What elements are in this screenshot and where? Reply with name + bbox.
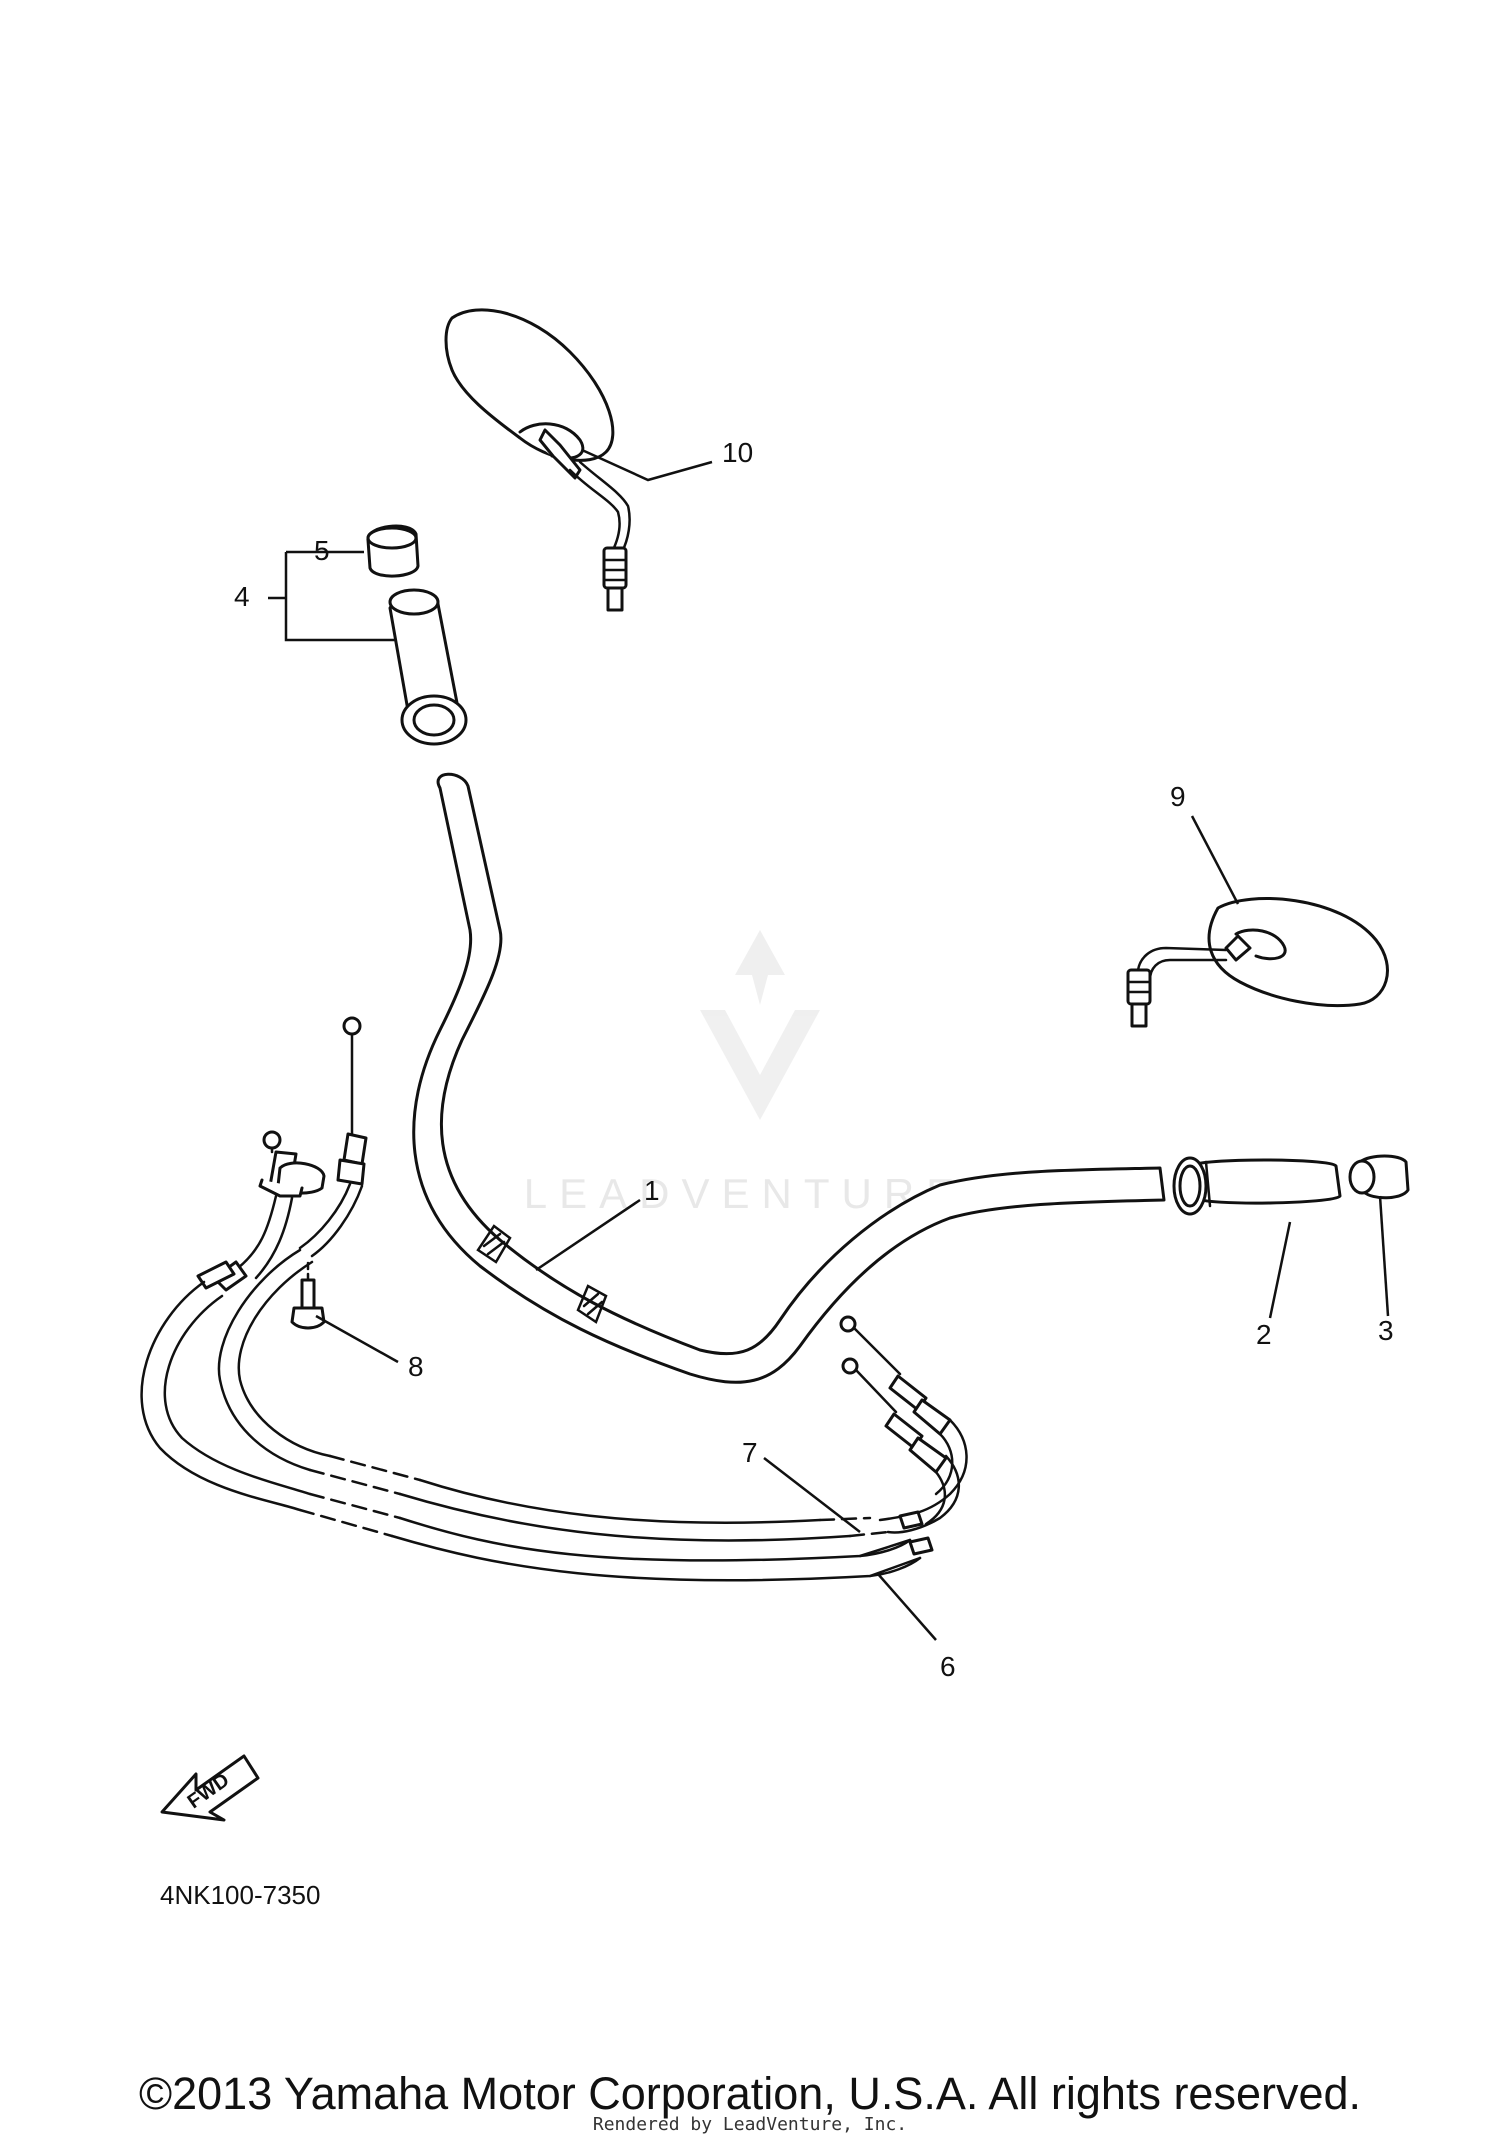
fwd-arrow-icon: FWD <box>160 1754 260 1822</box>
callout-3: 3 <box>1378 1315 1394 1346</box>
watermark-logo: LEADVENTURE <box>524 930 966 1217</box>
copyright-notice: ©2013 Yamaha Motor Corporation, U.S.A. A… <box>138 2068 1362 2119</box>
grip-left <box>388 588 468 746</box>
grip-cap <box>366 524 420 578</box>
screw <box>290 1260 326 1330</box>
handlebar <box>412 772 1166 1384</box>
rendered-by-credit: Rendered by LeadVenture, Inc. <box>592 2114 908 2135</box>
mirror-left <box>444 308 631 612</box>
callout-5: 5 <box>314 535 330 566</box>
callout-10: 10 <box>722 437 753 468</box>
grip-right <box>1172 1156 1342 1216</box>
throttle-cables-right <box>839 1315 968 1578</box>
leader-lines <box>268 448 1390 1641</box>
callout-6: 6 <box>940 1651 956 1682</box>
diagram-code: 4NK100-7350 <box>160 1880 320 1910</box>
end-cap-right <box>1348 1154 1410 1200</box>
callout-8: 8 <box>408 1351 424 1382</box>
mirror-right <box>1126 897 1389 1028</box>
watermark-text: LEADVENTURE <box>524 1170 966 1217</box>
callout-4: 4 <box>234 581 250 612</box>
callout-9: 9 <box>1170 781 1186 812</box>
callout-2: 2 <box>1256 1319 1272 1350</box>
callout-1: 1 <box>644 1175 660 1206</box>
throttle-cables-left <box>140 1016 922 1582</box>
callout-7: 7 <box>742 1437 758 1468</box>
